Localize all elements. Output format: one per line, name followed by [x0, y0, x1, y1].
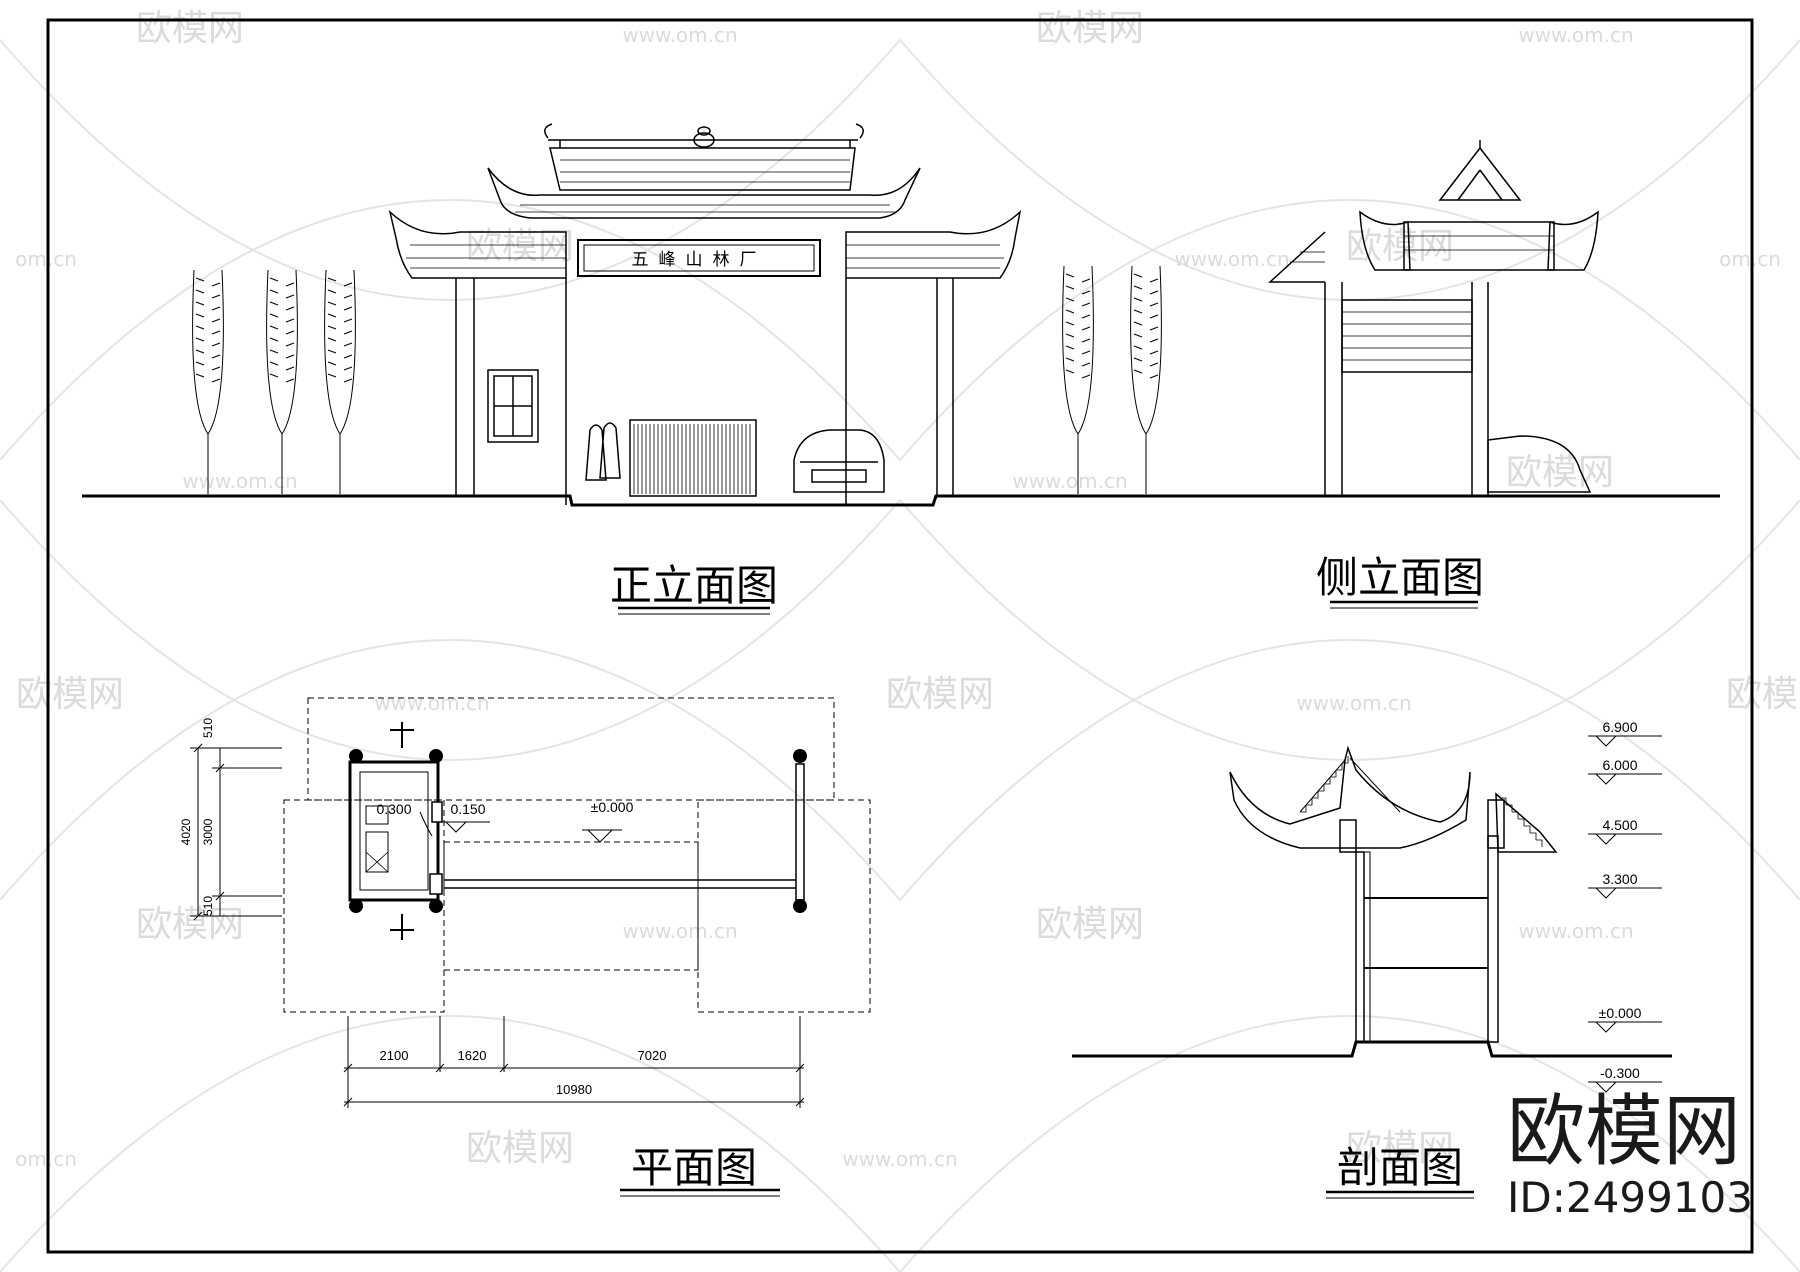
watermark-url: www.om.cn	[374, 691, 489, 715]
watermark-url: www.om.cn	[182, 469, 297, 493]
section-ground	[1072, 1040, 1672, 1058]
section-level-label: 6.900	[1602, 719, 1637, 735]
watermark-logo: 欧模网	[16, 674, 124, 715]
plan-level-room: 0.300	[376, 801, 411, 817]
column-se	[429, 899, 443, 913]
roof-outline-mid	[443, 841, 699, 971]
watermark-url: www.om.cn	[1518, 23, 1633, 47]
plan-level-door: 0.150	[450, 801, 485, 817]
dim-v-510-bottom: 510	[201, 896, 215, 916]
section-level-label: ±0.000	[1599, 1005, 1642, 1021]
side-elevation-title: 侧立面图	[1316, 553, 1484, 602]
dim-v-4020: 4020	[179, 818, 193, 845]
plan-level-main: ±0.000	[591, 799, 634, 815]
dim-h-7020: 7020	[638, 1048, 667, 1063]
watermark-logo: 欧模网	[466, 226, 574, 267]
side-car	[1487, 435, 1592, 493]
brand-block: 欧模网 ID:2499103	[1507, 1087, 1753, 1222]
gate-sign-text: 五峰山林厂	[632, 250, 767, 269]
dim-h-10980: 10980	[556, 1082, 592, 1097]
tree	[266, 269, 298, 435]
watermark-logo: 欧模网	[1036, 8, 1144, 49]
side-trees	[1062, 265, 1162, 494]
watermark-logo: 欧模网	[1346, 226, 1454, 267]
column-right-n	[793, 749, 807, 763]
roof-outline-upper	[307, 697, 835, 801]
watermark-logo: 欧模网	[1726, 674, 1800, 715]
column-ne	[429, 749, 443, 763]
left-wing-roof	[388, 209, 567, 279]
car	[793, 429, 885, 493]
section-roof	[1229, 745, 1471, 849]
watermark-logo: 欧模网	[1506, 452, 1614, 493]
front-elevation-view: 五峰山林厂	[82, 123, 1720, 507]
front-trees	[192, 269, 356, 494]
section-level-label: -0.300	[1600, 1065, 1640, 1081]
tree	[192, 269, 224, 435]
ground-line	[82, 494, 1720, 507]
watermark-logo: 欧模网	[466, 1128, 574, 1169]
section-level-label: 6.000	[1602, 757, 1637, 773]
column-sw	[349, 899, 363, 913]
watermark-url: om.cn	[1719, 247, 1781, 271]
section-level-label: 4.500	[1602, 817, 1637, 833]
sliding-gate	[629, 419, 757, 497]
watermark-logo: 欧模网	[1036, 904, 1144, 945]
column-right-s	[793, 899, 807, 913]
brand-id-text: ID:2499103	[1507, 1173, 1753, 1222]
section-view: 6.900 6.000 4.500 3.300 ±0.000 -0.300	[1072, 719, 1672, 1093]
guard-room	[348, 760, 440, 902]
side-elevation-view	[1062, 140, 1599, 496]
gatehouse-window	[487, 369, 539, 443]
watermark-url: www.om.cn	[1174, 247, 1289, 271]
watermark-url: om.cn	[15, 247, 77, 271]
view-titles: 正立面图 侧立面图 平面图 剖面图	[610, 553, 1484, 1199]
upper-roof	[549, 147, 856, 191]
watermark-layer: 欧模网欧模网欧模网欧模网欧模网欧模网欧模网欧模网欧模网欧模网欧模网欧模网 www…	[0, 8, 1800, 1272]
tree	[324, 269, 356, 435]
watermark-url: www.om.cn	[1012, 469, 1127, 493]
dim-h-2100: 2100	[380, 1048, 409, 1063]
people-figures	[585, 422, 621, 481]
watermark-url: om.cn	[15, 1147, 77, 1171]
column-nw	[349, 749, 363, 763]
watermark-url: www.om.cn	[842, 1147, 957, 1171]
section-level-label: 3.300	[1602, 871, 1637, 887]
roof-outline-right	[697, 799, 871, 1013]
sheet-border	[46, 18, 1754, 1254]
dim-h-1620: 1620	[458, 1048, 487, 1063]
front-elevation-title: 正立面图	[610, 561, 778, 610]
plan-title: 平面图	[631, 1143, 757, 1192]
dim-v-3000: 3000	[201, 818, 215, 845]
watermark-url: www.om.cn	[622, 23, 737, 47]
watermark-url: www.om.cn	[1518, 919, 1633, 943]
section-title: 剖面图	[1337, 1143, 1463, 1192]
watermark-url: www.om.cn	[1296, 691, 1411, 715]
middle-roof	[487, 167, 921, 219]
watermark-logo: 欧模网	[886, 674, 994, 715]
plan-view: ±0.000 0.300 0.150 510 3000 510 4020 210…	[179, 697, 871, 1108]
watermark-logo: 欧模网	[136, 904, 244, 945]
brand-logo-text: 欧模网	[1507, 1087, 1741, 1177]
gate-signboard	[577, 239, 821, 277]
watermark-logo: 欧模网	[1346, 1128, 1454, 1169]
watermark-logo: 欧模网	[136, 8, 244, 49]
roof-outline-left	[283, 799, 445, 1013]
right-wing-roof	[845, 209, 1022, 279]
watermark-url: www.om.cn	[622, 919, 737, 943]
dim-v-510-top: 510	[201, 718, 215, 738]
